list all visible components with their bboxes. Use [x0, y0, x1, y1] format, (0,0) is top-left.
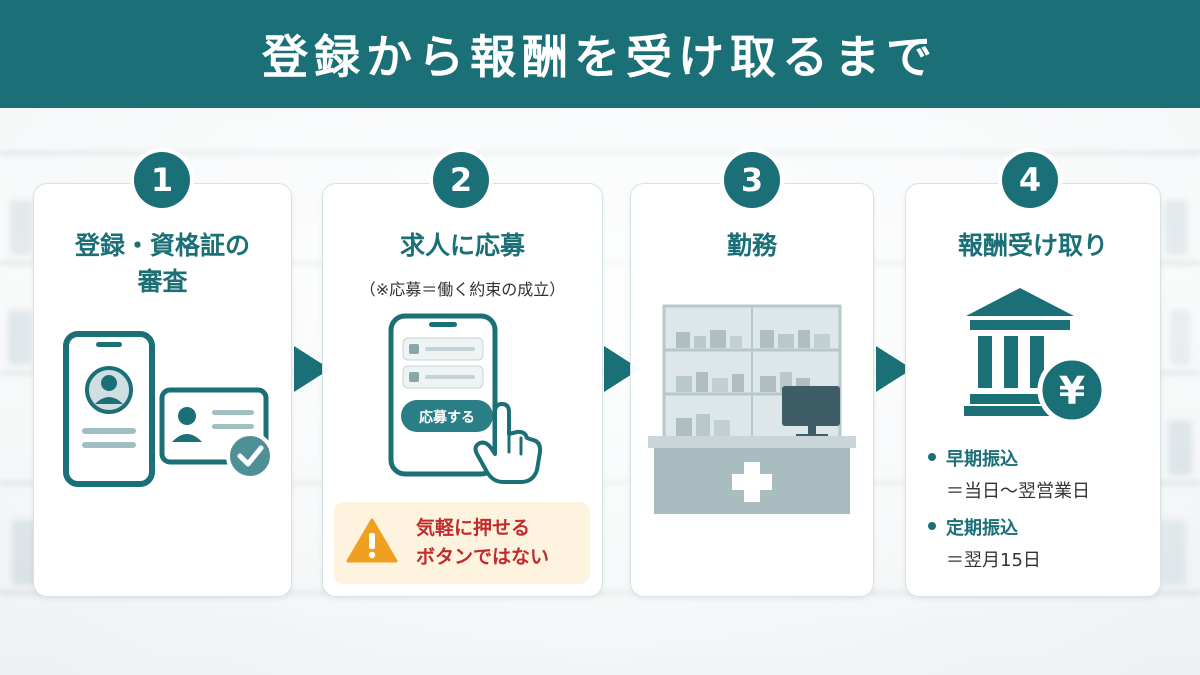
step-3-title: 勤務	[726, 231, 777, 260]
step-4-title: 報酬受け取り	[957, 231, 1108, 260]
step-1-title-line2: 審査	[137, 267, 188, 296]
step-4-number-badge: 4	[1002, 152, 1058, 208]
step-1-title: 登録・資格証の 審査	[33, 228, 292, 300]
page-title: 登録から報酬を受け取るまで	[262, 30, 938, 84]
warning-line2: ボタンではない	[416, 546, 550, 568]
bullet-dot-early	[928, 453, 936, 461]
chevron-right-arrow-icon	[604, 346, 640, 392]
step-1-title-line1: 登録・資格証の	[74, 231, 250, 260]
step-2-number-badge: 2	[433, 152, 489, 208]
step-1-number-badge: 1	[134, 152, 190, 208]
phone-tap-apply-icon: 応募する	[388, 313, 543, 484]
chevron-right-arrow-icon	[876, 346, 912, 392]
bank-yen-icon: ¥	[964, 288, 1107, 425]
title-banner: 登録から報酬を受け取るまで	[0, 0, 1200, 108]
chevron-right-arrow-icon	[294, 346, 330, 392]
apply-button-label: 応募する	[419, 409, 475, 426]
warning-text: 気軽に押せる ボタンではない	[416, 514, 549, 572]
yen-symbol: ¥	[1059, 369, 1085, 413]
payment-early-detail: ＝当日〜翌営業日	[946, 481, 1090, 502]
phone-profile-and-id-card-verified-icon	[63, 331, 274, 487]
step-2-title: 求人に応募	[399, 231, 525, 260]
pharmacy-counter-icon	[648, 304, 856, 514]
payment-regular-label: 定期振込	[946, 518, 1018, 539]
step-3-number-badge: 3	[724, 152, 780, 208]
step-4-card	[905, 183, 1161, 597]
warning-triangle-icon	[346, 518, 398, 563]
step-2-subtitle: （※応募＝働く約束の成立）	[359, 280, 566, 299]
payment-regular-detail: ＝翌月15日	[946, 550, 1041, 571]
payment-early-label: 早期振込	[946, 449, 1018, 470]
bullet-dot-regular	[928, 522, 936, 530]
warning-line1: 気軽に押せる	[416, 517, 531, 539]
